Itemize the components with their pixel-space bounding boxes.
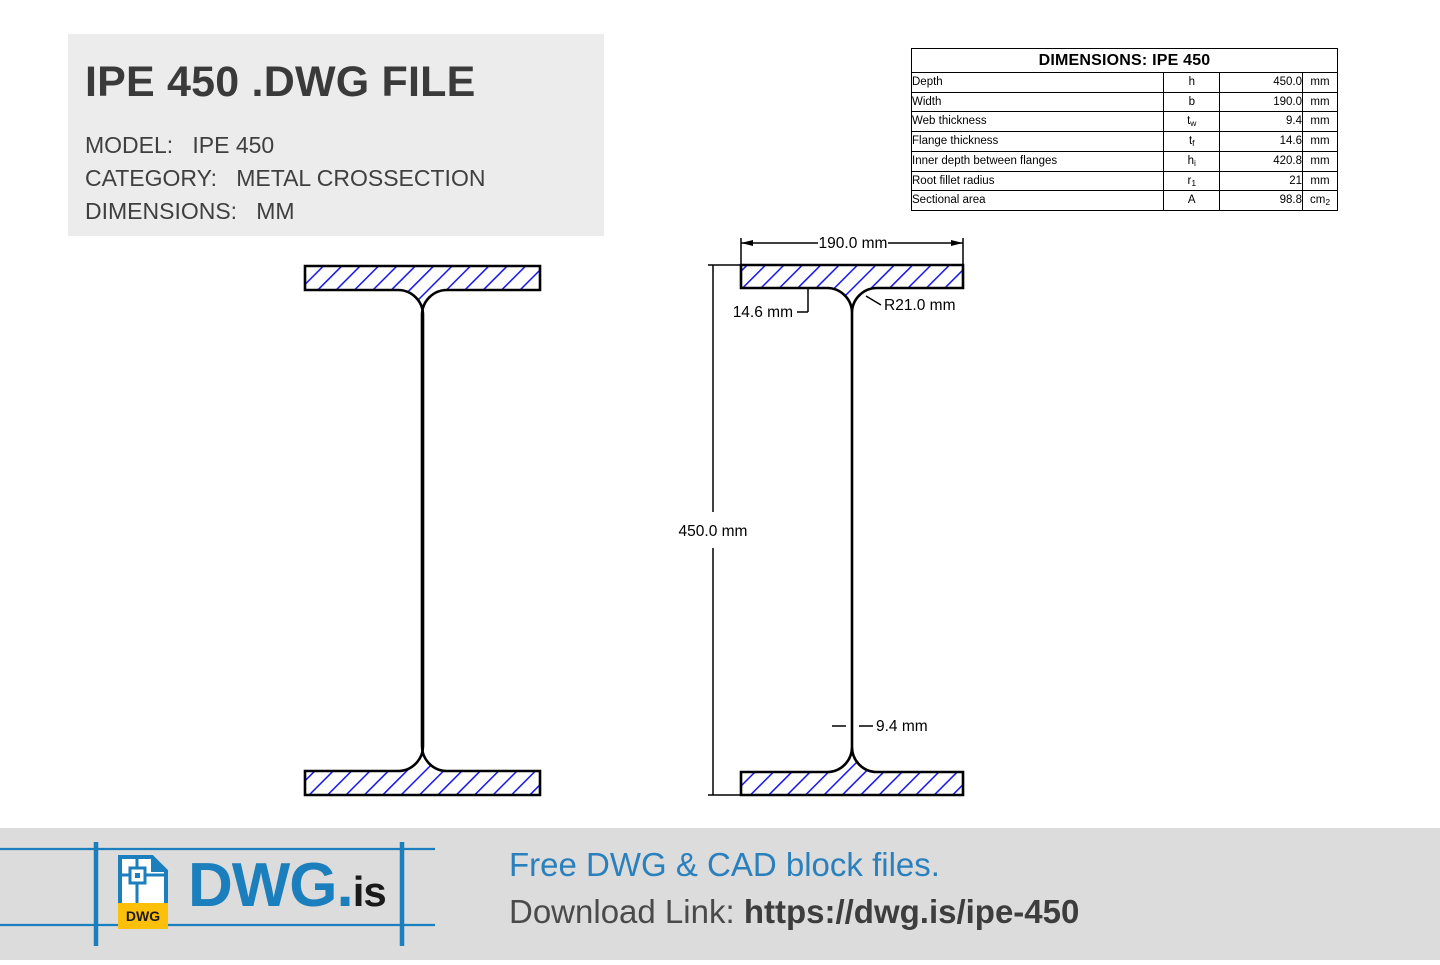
- dimension-label-width: 190.0 mm: [819, 235, 888, 252]
- footer-band: DWG DWG.is: [0, 828, 1440, 960]
- leader-angled: [865, 295, 882, 306]
- unit-base: cm: [1309, 194, 1326, 207]
- table-row: Root fillet radius r1 21 mm: [910, 170, 1338, 192]
- footer-text-block: Free DWG & CAD block files. Download Lin…: [509, 843, 1409, 935]
- meta-value-category: METAL CROSSECTION: [236, 165, 486, 191]
- symbol-base: t: [1188, 135, 1193, 148]
- unit-base: mm: [1310, 174, 1330, 187]
- unit-base: mm: [1310, 95, 1330, 108]
- brand-name-dot: .: [336, 851, 354, 920]
- table-body: Depth h 450.0 mm Width b 190.0 mm Web th…: [910, 72, 1338, 211]
- footer-download-label: Download Link:: [509, 893, 744, 930]
- table-row: Sectional area A 98.8 cm2: [910, 190, 1338, 211]
- leader-fillet-radius: [865, 295, 882, 306]
- meta-row-category: CATEGORY: METAL CROSSECTION: [85, 165, 485, 192]
- technical-drawing-area: 190.0 mm 14.6 mm R21.0 mm 450.0 mm 9.4 m…: [303, 235, 965, 797]
- unit-base: mm: [1310, 154, 1330, 167]
- meta-value-dimensions: MM: [256, 198, 295, 224]
- ipe-profile-right: [739, 263, 965, 797]
- drawing-canvas: 190.0 mm 14.6 mm R21.0 mm 450.0 mm 9.4 m…: [303, 235, 965, 797]
- title-block: IPE 450 .DWG FILE MODEL: IPE 450 CATEGOR…: [68, 34, 604, 236]
- symbol-subscript: 1: [1191, 177, 1197, 188]
- arrowhead-right: [951, 240, 963, 246]
- symbol-subscript: i: [1194, 157, 1196, 168]
- meta-label-category: CATEGORY:: [85, 165, 218, 191]
- unit-base: mm: [1310, 76, 1330, 88]
- unit-base: mm: [1310, 115, 1330, 128]
- ipe-profile-left: [303, 264, 542, 797]
- cell-property-name: Inner depth between flanges: [910, 150, 1165, 172]
- table-title: DIMENSIONS: IPE 450: [911, 48, 1338, 73]
- dimension-label-depth: 450.0 mm: [679, 523, 748, 540]
- icon-badge-label: DWG: [126, 908, 160, 924]
- cell-unit: cm2: [1302, 190, 1338, 211]
- symbol-subscript: w: [1190, 118, 1197, 129]
- dwg-file-icon: DWG: [118, 854, 169, 929]
- table-row: Width b 190.0 mm: [910, 91, 1338, 113]
- dimension-label-web-thickness: 9.4 mm: [876, 718, 928, 735]
- symbol-subscript: f: [1192, 138, 1195, 149]
- cell-value: 98.8: [1219, 190, 1304, 211]
- table-row: Flange thickness tf 14.6 mm: [910, 131, 1338, 152]
- icon-snap-node-center: [135, 873, 140, 878]
- symbol-base: h: [1187, 154, 1195, 167]
- symbol-base: A: [1187, 194, 1196, 207]
- dimension-label-fillet-radius: R21.0 mm: [884, 297, 956, 314]
- symbol-base: r: [1187, 174, 1192, 187]
- profile-outline: [739, 263, 965, 797]
- meta-label-dimensions: DIMENSIONS:: [85, 198, 238, 224]
- cell-property-name: Sectional area: [910, 190, 1165, 211]
- arrowhead-left: [741, 240, 753, 246]
- dimensions-table: DIMENSIONS: IPE 450 Depth h 450.0 mm Wid…: [910, 48, 1338, 211]
- dimension-label-flange-thickness: 14.6 mm: [733, 304, 793, 321]
- table-row: Depth h 450.0 mm: [910, 72, 1338, 93]
- brand-name-primary: DWG: [188, 851, 338, 920]
- icon-badge: [118, 903, 168, 929]
- footer-tagline: Free DWG & CAD block files.: [509, 846, 940, 883]
- brand-wordmark: DWG.is: [188, 855, 387, 923]
- dimension-depth: [708, 264, 745, 796]
- symbol-base: h: [1188, 76, 1195, 88]
- meta-row-dimensions: DIMENSIONS: MM: [85, 198, 295, 225]
- cell-unit: mm: [1302, 150, 1338, 172]
- profile-outline: [303, 264, 542, 797]
- dimension-width: [740, 238, 964, 288]
- footer-download-url[interactable]: https://dwg.is/ipe-450: [743, 893, 1080, 930]
- meta-value-model: IPE 450: [192, 132, 275, 158]
- table-header-row: DIMENSIONS: IPE 450: [911, 48, 1338, 73]
- unit-base: mm: [1310, 135, 1330, 148]
- logo-guides-and-icon: DWG: [0, 842, 435, 946]
- cell-value: 450.0: [1219, 72, 1304, 93]
- footer-logo[interactable]: DWG DWG.is: [0, 828, 460, 960]
- meta-label-model: MODEL:: [85, 132, 174, 158]
- meta-row-model: MODEL: IPE 450: [85, 132, 274, 159]
- footer-download-row: Download Link: https://dwg.is/ipe-450: [509, 889, 1409, 935]
- table-row: Inner depth between flanges hi 420.8 mm: [910, 150, 1338, 172]
- unit-superscript: 2: [1325, 197, 1331, 208]
- page-title: IPE 450 .DWG FILE: [85, 58, 476, 106]
- symbol-base: b: [1188, 95, 1195, 108]
- cell-unit: mm: [1302, 111, 1338, 133]
- file-folded-corner: [151, 854, 169, 872]
- symbol-base: t: [1187, 115, 1191, 128]
- brand-name-suffix: is: [352, 868, 387, 915]
- leader-flange-thickness: [797, 288, 809, 313]
